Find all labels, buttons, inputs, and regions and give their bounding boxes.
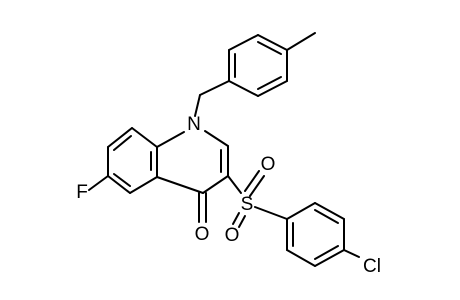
atom-label-nitrogen: N [187, 114, 201, 135]
bond [238, 215, 246, 228]
bond [227, 175, 242, 194]
bond [199, 80, 230, 96]
bond [257, 34, 288, 51]
bond [254, 206, 288, 220]
atom-label-fluorine: F [76, 182, 88, 203]
bond [156, 131, 185, 148]
atom-label-layer: N F O S O O Cl [76, 114, 381, 277]
bond [88, 175, 109, 191]
bond [129, 176, 158, 194]
bond [314, 209, 339, 224]
bond [107, 127, 133, 148]
bond [257, 41, 282, 55]
bond [228, 80, 259, 97]
bond [343, 249, 360, 258]
bond [286, 202, 316, 220]
bond [204, 130, 229, 147]
bond [228, 34, 259, 51]
bond [113, 173, 131, 187]
bond [314, 202, 345, 220]
bond [314, 249, 345, 267]
bond [113, 135, 132, 151]
bond [314, 245, 339, 260]
bond [257, 76, 282, 90]
bond [257, 80, 288, 97]
bond-layer [88, 32, 360, 267]
bond [249, 175, 265, 197]
bond [202, 175, 229, 194]
bond [194, 94, 201, 117]
atom-label-chlorine: Cl [363, 256, 381, 277]
bond [286, 32, 316, 51]
bond [286, 249, 316, 267]
atom-label-carbonyl-oxygen: O [195, 224, 210, 245]
bond [232, 212, 240, 225]
atom-label-sulfonyl-oxygen-top: O [261, 154, 276, 175]
atom-label-sulfonyl-oxygen-bottom: O [225, 225, 240, 246]
bond [131, 127, 158, 148]
bond [107, 175, 131, 194]
atom-label-sulfur: S [241, 194, 254, 215]
bond [244, 170, 260, 192]
bond [156, 176, 204, 194]
